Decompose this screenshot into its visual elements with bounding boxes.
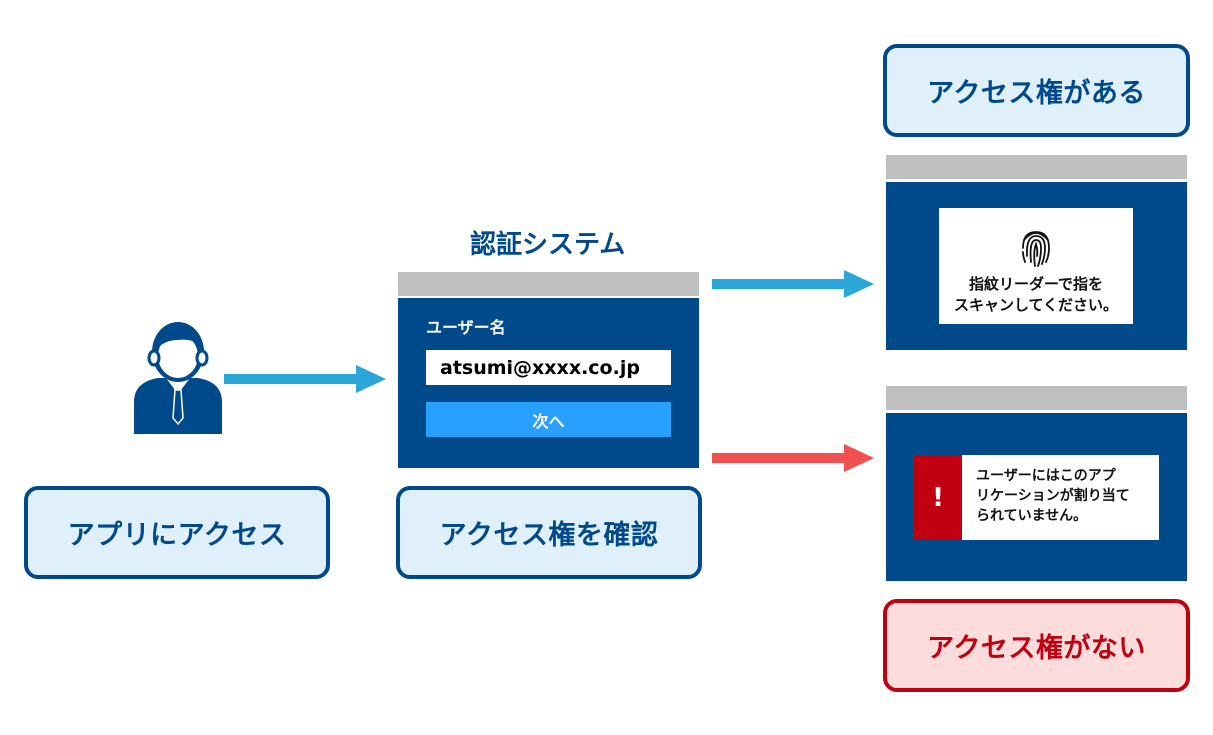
user-icon bbox=[134, 322, 222, 434]
step-access-app-label: アプリにアクセス bbox=[67, 520, 287, 551]
error-text-line3: られていません。 bbox=[976, 508, 1088, 524]
error-card: ! ユーザーにはこのアプ リケーションが割り当て られていません。 bbox=[914, 455, 1159, 540]
step-check-access-label: アクセス権を確認 bbox=[439, 520, 659, 551]
fingerprint-card: 指紋リーダーで指を スキャンしてください。 bbox=[939, 208, 1133, 324]
step-access-app: アプリにアクセス bbox=[24, 486, 330, 579]
next-button[interactable]: 次へ bbox=[426, 402, 671, 437]
step-has-access: アクセス権がある bbox=[883, 44, 1190, 137]
step-check-access: アクセス権を確認 bbox=[396, 486, 702, 579]
error-window-titlebar bbox=[886, 386, 1187, 410]
auth-system-title: 認証システム bbox=[470, 230, 626, 260]
fingerprint-window: 指紋リーダーで指を スキャンしてください。 bbox=[886, 182, 1187, 350]
fingerprint-text-line2: スキャンしてください。 bbox=[953, 296, 1119, 314]
username-field[interactable]: atsumi@xxxx.co.jp bbox=[426, 350, 671, 385]
auth-window: ユーザー名 atsumi@xxxx.co.jp 次へ bbox=[398, 298, 699, 468]
username-label: ユーザー名 bbox=[426, 318, 506, 337]
error-window: ! ユーザーにはこのアプ リケーションが割り当て られていません。 bbox=[886, 413, 1187, 581]
error-text-line1: ユーザーにはこのアプ bbox=[976, 468, 1116, 484]
error-text-line2: リケーションが割り当て bbox=[976, 488, 1130, 504]
fingerprint-icon bbox=[1022, 231, 1050, 267]
fingerprint-text-line1: 指紋リーダーで指を bbox=[968, 275, 1104, 293]
exclamation-icon: ! bbox=[914, 455, 962, 540]
step-no-access-label: アクセス権がない bbox=[927, 633, 1146, 664]
auth-window-titlebar bbox=[398, 272, 699, 296]
arrow-to-has-access bbox=[712, 270, 874, 298]
arrow-to-no-access bbox=[712, 444, 874, 472]
step-has-access-label: アクセス権がある bbox=[927, 78, 1146, 109]
step-no-access: アクセス権がない bbox=[883, 599, 1190, 692]
arrow-to-auth bbox=[224, 365, 386, 393]
fingerprint-window-titlebar bbox=[886, 155, 1187, 179]
